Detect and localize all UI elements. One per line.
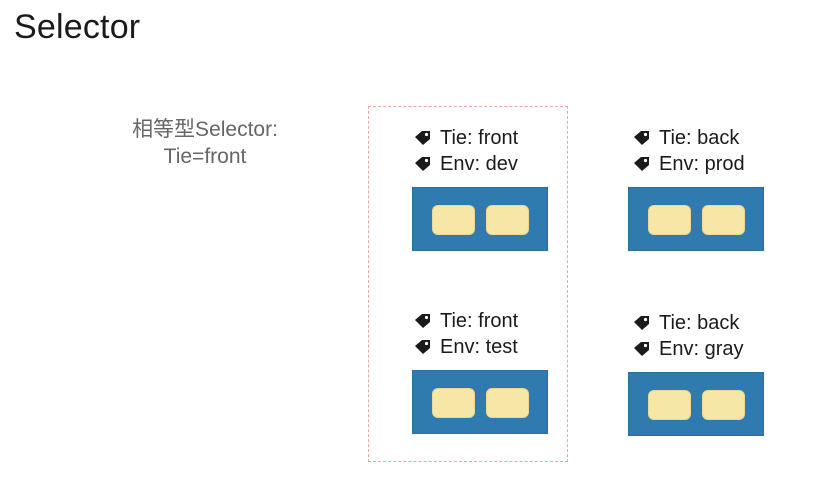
tie-label: Tie: front	[440, 309, 519, 332]
tag-icon	[634, 157, 649, 171]
tag-icon	[634, 342, 649, 356]
tag-icon	[415, 340, 430, 354]
env-label-row: Env: prod	[633, 151, 773, 177]
pod-box	[628, 372, 764, 436]
page-title: Selector	[14, 8, 141, 46]
tag-icon	[415, 131, 430, 145]
container	[487, 206, 528, 234]
pod-front-dev: Tie: front Env: dev	[414, 125, 554, 177]
pod-front-test: Tie: front Env: test	[414, 308, 554, 360]
env-label: Env: prod	[659, 152, 745, 175]
container	[433, 389, 474, 417]
env-label: Env: dev	[440, 152, 518, 175]
selector-description: 相等型Selector: Tie=front	[100, 116, 310, 170]
env-label-row: Env: gray	[633, 336, 773, 362]
selector-expression: Tie=front	[163, 145, 247, 168]
env-label: Env: test	[440, 335, 518, 358]
tie-label-row: Tie: back	[633, 125, 773, 151]
container	[649, 206, 690, 234]
env-label: Env: gray	[659, 337, 744, 360]
tie-label-row: Tie: front	[414, 308, 554, 334]
container	[649, 391, 690, 419]
pod-box	[412, 370, 548, 434]
pod-box	[628, 187, 764, 251]
tie-label: Tie: back	[659, 126, 740, 149]
container	[487, 389, 528, 417]
tag-icon	[634, 131, 649, 145]
pod-box	[412, 187, 548, 251]
env-label-row: Env: test	[414, 334, 554, 360]
env-label-row: Env: dev	[414, 151, 554, 177]
container	[703, 206, 744, 234]
pod-back-gray: Tie: back Env: gray	[633, 310, 773, 362]
tag-icon	[634, 316, 649, 330]
tie-label: Tie: front	[440, 126, 519, 149]
selection-highlight-box	[368, 106, 568, 462]
tie-label-row: Tie: back	[633, 310, 773, 336]
tie-label: Tie: back	[659, 311, 740, 334]
container	[433, 206, 474, 234]
tag-icon	[415, 314, 430, 328]
pod-back-prod: Tie: back Env: prod	[633, 125, 773, 177]
tag-icon	[415, 157, 430, 171]
tie-label-row: Tie: front	[414, 125, 554, 151]
selector-type-label: 相等型Selector:	[132, 118, 278, 141]
container	[703, 391, 744, 419]
